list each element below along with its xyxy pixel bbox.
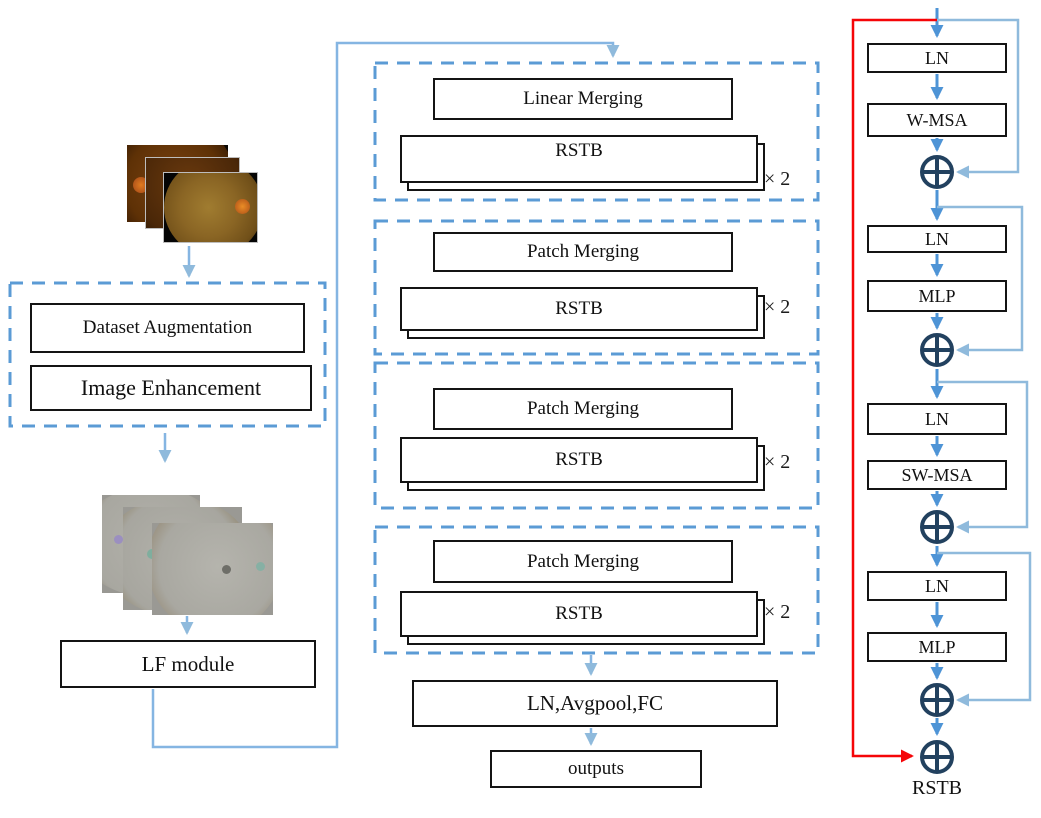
stage2-group-border [373, 219, 820, 356]
ln1-box: LN [867, 43, 1007, 73]
stage2-repeat-label: × 2 [764, 296, 791, 318]
lf-module-box: LF module [60, 640, 316, 688]
image-enhancement-label: Image Enhancement [80, 375, 262, 401]
residual-red-connection [851, 18, 937, 763]
stage4-repeat-label: × 2 [764, 601, 791, 623]
ln4-label: LN [925, 575, 949, 596]
outputs-box: outputs [490, 750, 702, 788]
ln2-box: LN [867, 225, 1007, 253]
dataset-augmentation-box: Dataset Augmentation [30, 303, 305, 353]
lf-module-label: LF module [141, 651, 235, 676]
classifier-head-label: LN,Avgpool,FC [526, 691, 664, 716]
stage4-merging-box: Patch Merging [433, 540, 733, 583]
classifier-head-box: LN,Avgpool,FC [412, 680, 778, 727]
optic-disc-trace [256, 561, 266, 571]
sum-nodes [920, 155, 954, 774]
swmsa-label: SW-MSA [901, 464, 973, 485]
stage1-merging-label: Linear Merging [523, 88, 643, 110]
skip-mlp2 [937, 551, 1032, 707]
ln1-label: LN [925, 47, 949, 68]
stage1-repeat-label: × 2 [764, 168, 791, 190]
stage4-merging-label: Patch Merging [526, 550, 640, 572]
optic-disc-trace [114, 535, 123, 544]
stage3-merging-label: Patch Merging [526, 398, 640, 420]
stage4-rstb-label: RSTB [555, 603, 603, 625]
ln2-label: LN [925, 228, 949, 249]
fovea-trace [222, 565, 232, 575]
wmsa-box: W-MSA [867, 103, 1007, 137]
skip-mlp1 [937, 205, 1024, 357]
ln3-label: LN [925, 408, 949, 429]
stage1-rstb-box: RSTB [400, 135, 758, 183]
stage1-group-border [373, 61, 820, 202]
optic-disc [234, 199, 250, 215]
circle-plus-icon [920, 510, 954, 544]
circle-plus-icon [920, 155, 954, 189]
stage4-group-border [373, 525, 820, 655]
mlp2-label: MLP [918, 636, 956, 657]
stage3-merging-box: Patch Merging [433, 388, 733, 430]
skip-swmsa [937, 380, 1029, 534]
stage2-merging-box: Patch Merging [433, 232, 733, 272]
stage3-repeat-label: × 2 [764, 451, 791, 473]
preprocess-group-border [8, 281, 327, 428]
circle-plus-icon [920, 740, 954, 774]
stage3-rstb-box: RSTB [400, 437, 758, 483]
stage2-rstb-label: RSTB [555, 298, 603, 320]
outputs-label: outputs [568, 758, 624, 780]
circle-plus-icon [920, 683, 954, 717]
connector-lf-to-stage1 [151, 41, 620, 749]
rstb-caption: RSTB [911, 777, 963, 799]
stage2-merging-label: Patch Merging [526, 241, 640, 263]
stage3-rstb-label: RSTB [555, 449, 603, 471]
feature-disc [152, 523, 273, 615]
mlp2-box: MLP [867, 632, 1007, 662]
mlp1-box: MLP [867, 280, 1007, 312]
ln4-box: LN [867, 571, 1007, 601]
fundus-image-front [163, 172, 258, 243]
stage2-rstb-box: RSTB [400, 287, 758, 331]
stage3-group-border [373, 361, 820, 510]
stage1-merging-box: Linear Merging [433, 78, 733, 120]
feature-map-front [152, 523, 273, 615]
stage4-rstb-box: RSTB [400, 591, 758, 637]
skip-connections [937, 18, 1032, 707]
stage1-rstb-label: RSTB [555, 140, 603, 161]
swmsa-box: SW-MSA [867, 460, 1007, 490]
image-enhancement-box: Image Enhancement [30, 365, 312, 411]
skip-wmsa [937, 18, 1020, 179]
dashed-group-borders [8, 61, 820, 655]
circle-plus-icon [920, 333, 954, 367]
mlp1-label: MLP [918, 285, 956, 306]
pipeline-connectors [151, 41, 620, 749]
wmsa-label: W-MSA [906, 109, 968, 130]
ln3-box: LN [867, 403, 1007, 435]
dataset-augmentation-label: Dataset Augmentation [82, 317, 253, 339]
